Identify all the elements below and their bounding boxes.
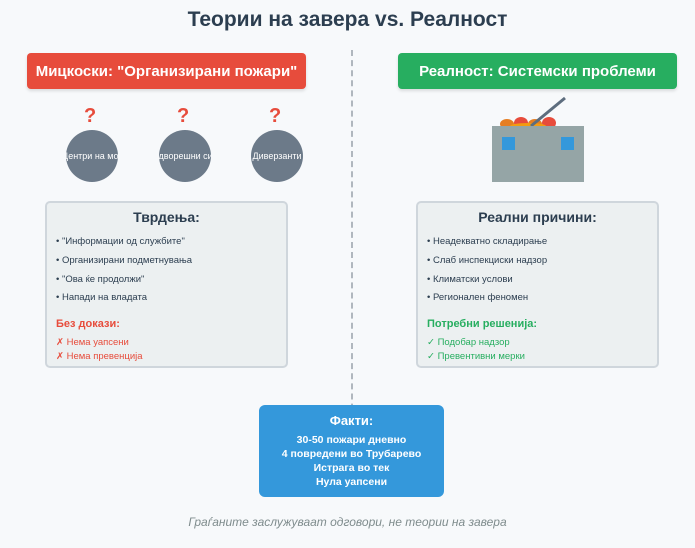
building-icon (492, 126, 584, 182)
evidence-item: ✗ Нема уапсени (56, 337, 129, 348)
pipe-icon (530, 96, 566, 128)
cause-item: • Регионален феномен (427, 292, 529, 303)
suspect-circle-power-centers: Центри на моќ (66, 130, 118, 182)
causes-box: Реални причини: • Неадекватно складирање… (416, 201, 659, 368)
claim-item: • Напади на владата (56, 292, 147, 303)
fact-line: 4 повредени во Трубарево (281, 448, 422, 460)
cause-item: • Слаб инспекциски надзор (427, 255, 548, 266)
window-icon (502, 137, 515, 150)
causes-title: Реални причини: (478, 209, 597, 225)
question-mark-icon: ? (84, 105, 97, 127)
question-mark-icon: ? (269, 105, 282, 127)
suspect-circle-saboteurs: Диверзанти (251, 130, 303, 182)
claim-item: • "Информации од службите" (56, 236, 185, 247)
solutions-title: Потребни решенија: (427, 318, 538, 330)
question-mark-icon: ? (177, 105, 190, 127)
claims-title: Тврдења: (133, 209, 200, 225)
claim-item: • Организирани подметнувања (56, 255, 192, 266)
solution-item: ✓ Подобар надзор (427, 337, 510, 348)
fact-line: Истрага во тек (313, 462, 390, 474)
claim-item: • "Ова ќе продолжи" (56, 274, 145, 285)
right-banner: Реалност: Системски проблеми (398, 53, 677, 89)
cause-item: • Климатски услови (427, 274, 513, 285)
claims-box: Тврдења: • "Информации од службите" • Ор… (45, 201, 288, 368)
window-icon (561, 137, 574, 150)
center-divider (351, 50, 353, 450)
evidence-title: Без докази: (56, 318, 120, 330)
page-title: Теории на завера vs. Реалност (187, 8, 508, 31)
cause-item: • Неадекватно складирање (427, 236, 548, 247)
fact-line: Нула уапсени (315, 476, 388, 488)
warehouse-fire-icon (492, 96, 584, 182)
evidence-item: ✗ Нема превенција (56, 351, 143, 362)
facts-box: Факти: 30-50 пожари дневно 4 повредени в… (259, 405, 444, 497)
solution-item: ✓ Превентивни мерки (427, 351, 525, 362)
suspect-circle-foreign-forces: Надворешни сили (159, 130, 211, 182)
facts-title: Факти: (329, 413, 374, 428)
fact-line: 30-50 пожари дневно (296, 434, 407, 446)
left-banner: Мицкоски: "Организирани пожари" (27, 53, 306, 89)
footer-caption: Граѓаните заслужуваат одговори, не теори… (188, 515, 507, 529)
